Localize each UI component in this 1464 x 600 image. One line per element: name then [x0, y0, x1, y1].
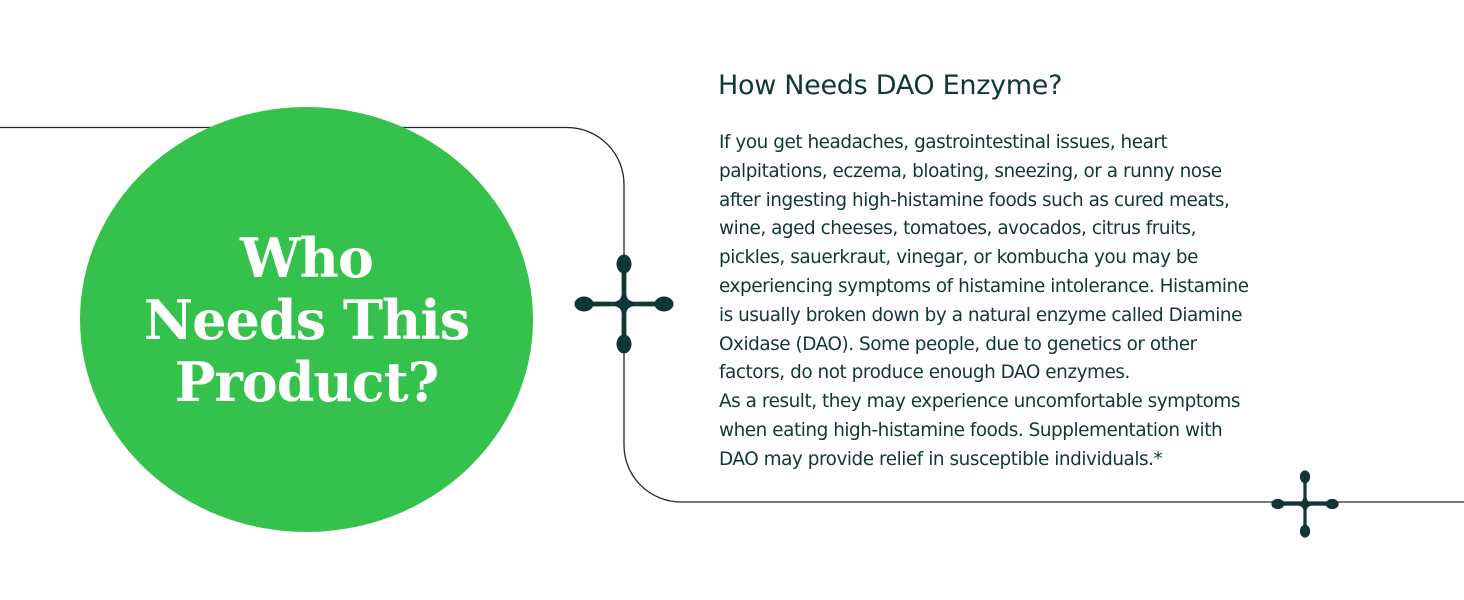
info-heading: How Needs DAO Enzyme? — [718, 70, 1063, 101]
circle-title: Who Needs This Product? — [143, 225, 470, 414]
molecule-cross-icon — [574, 254, 674, 354]
molecule-cross-icon — [1271, 470, 1339, 538]
info-body: If you get headaches, gastrointestinal i… — [719, 132, 1249, 470]
who-needs-circle: Who Needs This Product? — [80, 107, 533, 532]
